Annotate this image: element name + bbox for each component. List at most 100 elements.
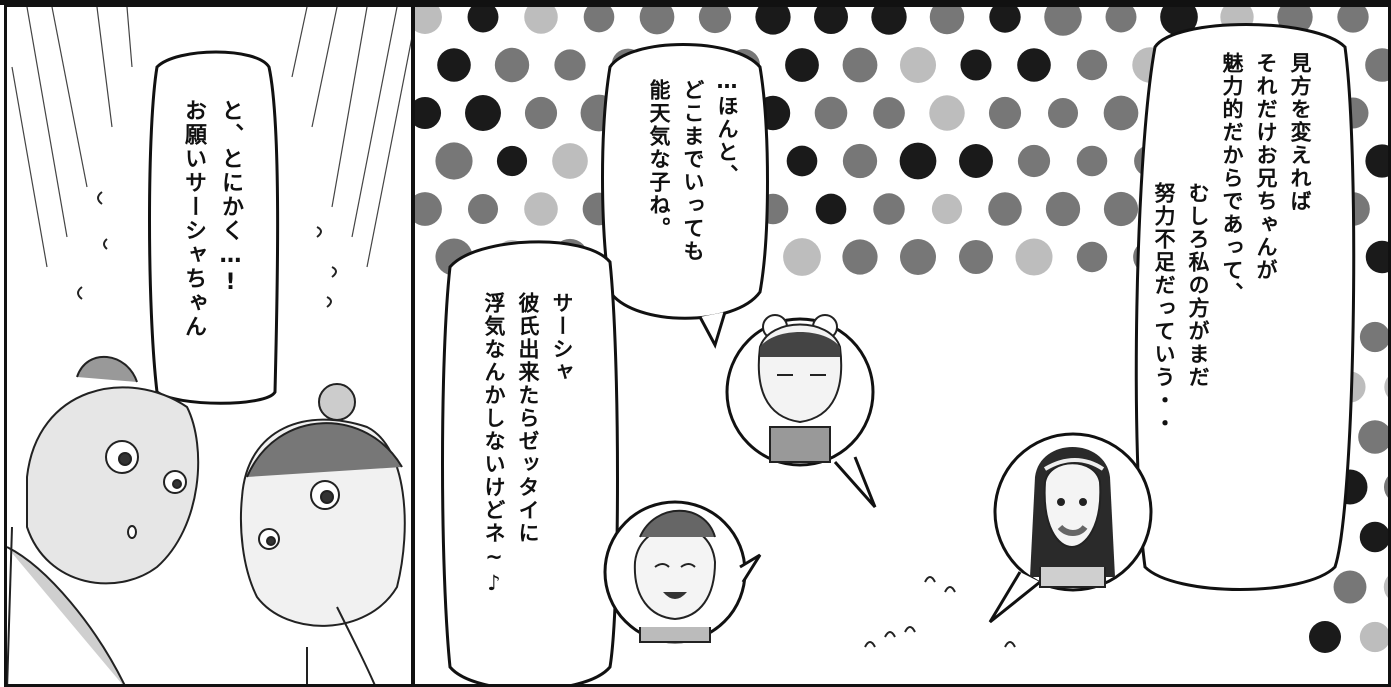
polka-dot	[988, 96, 1022, 130]
bottom-left-bubble-line-1: サーシャ	[550, 292, 574, 384]
portrait-smiling-girl	[603, 500, 762, 644]
polka-dot	[465, 95, 501, 131]
top-bubble-line-3: 能天気な子ね。	[647, 79, 671, 240]
bottom-left-bubble-line-2: 彼氏出来たらゼッタイに	[516, 292, 540, 545]
polka-dot	[1076, 49, 1108, 81]
polka-dot	[467, 193, 499, 225]
polka-dot	[496, 145, 528, 177]
sweat-marks	[77, 191, 337, 308]
polka-dot	[988, 192, 1022, 226]
polka-dot	[842, 47, 878, 83]
polka-dot	[1383, 576, 1388, 598]
polka-dot	[1365, 48, 1388, 82]
polka-dot	[1076, 241, 1108, 273]
polka-dot	[814, 96, 848, 130]
left-bubble-line-2: お願いサーシャちゃん	[181, 99, 206, 339]
polka-dot	[639, 7, 675, 35]
polka-dot	[1017, 48, 1051, 82]
polka-dot	[929, 95, 965, 131]
polka-dot	[1359, 621, 1388, 653]
right-bubble-line-5: 努力不足だっていう・・	[1152, 182, 1176, 435]
right-bubble-line-4: むしろ私の方がまだ	[1186, 182, 1210, 389]
polka-dot	[435, 142, 473, 180]
sweat-marks-right	[864, 576, 1016, 648]
right-bubble-line-1: 見方を変えれば	[1288, 52, 1312, 213]
portrait-longhair-girl	[988, 432, 1153, 624]
polka-dot	[873, 193, 905, 225]
polka-dot	[785, 48, 819, 82]
polka-dot	[871, 7, 907, 35]
left-panel-art	[7, 7, 411, 684]
polka-dot	[524, 192, 558, 226]
polka-dot	[554, 49, 586, 81]
polka-dot	[1365, 144, 1388, 178]
polka-dot	[815, 193, 847, 225]
polka-dot	[1017, 144, 1051, 178]
polka-dot	[1160, 7, 1198, 36]
top-bubble-line-1: …ほんと、	[715, 69, 739, 187]
polka-dot	[552, 143, 588, 179]
polka-dot	[1105, 7, 1137, 33]
right-panel-art	[415, 7, 1388, 684]
polka-dot	[415, 7, 442, 34]
polka-dot	[1358, 420, 1388, 454]
polka-dot	[1359, 321, 1388, 353]
polka-dot	[1015, 238, 1053, 276]
right-bubble-line-2: それだけお兄ちゃんが	[1254, 52, 1278, 282]
speech-bubble-top	[601, 43, 769, 320]
polka-dot	[960, 49, 992, 81]
polka-dot	[1076, 145, 1108, 177]
polka-dot	[958, 239, 994, 275]
polka-dot	[1365, 240, 1388, 274]
polka-dot	[931, 193, 963, 225]
polka-dot	[783, 238, 821, 276]
polka-dot	[1045, 191, 1081, 227]
polka-dot	[1309, 621, 1341, 653]
portrait-brooding-girl	[725, 314, 877, 508]
polka-dot	[814, 7, 848, 34]
speech-bubble-left	[148, 50, 280, 405]
polka-dot	[873, 97, 905, 129]
polka-dot	[1103, 95, 1139, 131]
left-bubble-line-1: と、とにかく…!	[218, 99, 243, 297]
polka-dot	[989, 7, 1021, 33]
polka-dot	[1333, 570, 1367, 604]
polka-dot	[415, 96, 442, 130]
polka-dot	[1103, 191, 1139, 227]
polka-dot	[929, 7, 965, 35]
polka-dot	[467, 7, 499, 33]
polka-dot	[755, 7, 791, 35]
right-panel: …ほんと、 どこまでいっても 能天気な子ね。 サーシャ 彼氏出来たらゼッタイに …	[412, 4, 1391, 687]
character-left	[7, 355, 200, 684]
top-bubble-line-2: どこまでいっても	[681, 79, 705, 263]
left-panel: と、とにかく…! お願いサーシャちゃん	[4, 4, 414, 687]
polka-dot	[842, 143, 878, 179]
polka-dot	[1337, 7, 1369, 33]
polka-dot	[1384, 376, 1388, 398]
polka-dot	[842, 239, 878, 275]
polka-dot	[899, 46, 937, 84]
polka-dot	[1383, 476, 1388, 498]
polka-dot	[1047, 97, 1079, 129]
speech-bubble-right	[1134, 23, 1356, 591]
top-border	[0, 0, 1391, 5]
polka-dot	[524, 96, 558, 130]
polka-dot	[899, 238, 937, 276]
polka-dot	[524, 7, 558, 34]
speed-lines	[11, 7, 411, 268]
polka-dot	[1044, 7, 1082, 36]
polka-dot	[786, 145, 818, 177]
polka-dot	[959, 144, 993, 178]
polka-dot	[583, 7, 615, 33]
polka-dot	[494, 47, 530, 83]
polka-dot	[415, 192, 442, 226]
polka-dot	[437, 48, 471, 82]
right-bubble-line-3: 魅力的だからであって、	[1220, 52, 1244, 305]
polka-dot	[1359, 521, 1388, 553]
bottom-left-bubble-line-3: 浮気なんかしないけどネ~♪	[482, 292, 506, 597]
character-right	[239, 383, 406, 684]
polka-dot	[899, 142, 937, 180]
speech-bubble-bottom-left	[441, 240, 619, 684]
polka-dot	[698, 7, 732, 34]
